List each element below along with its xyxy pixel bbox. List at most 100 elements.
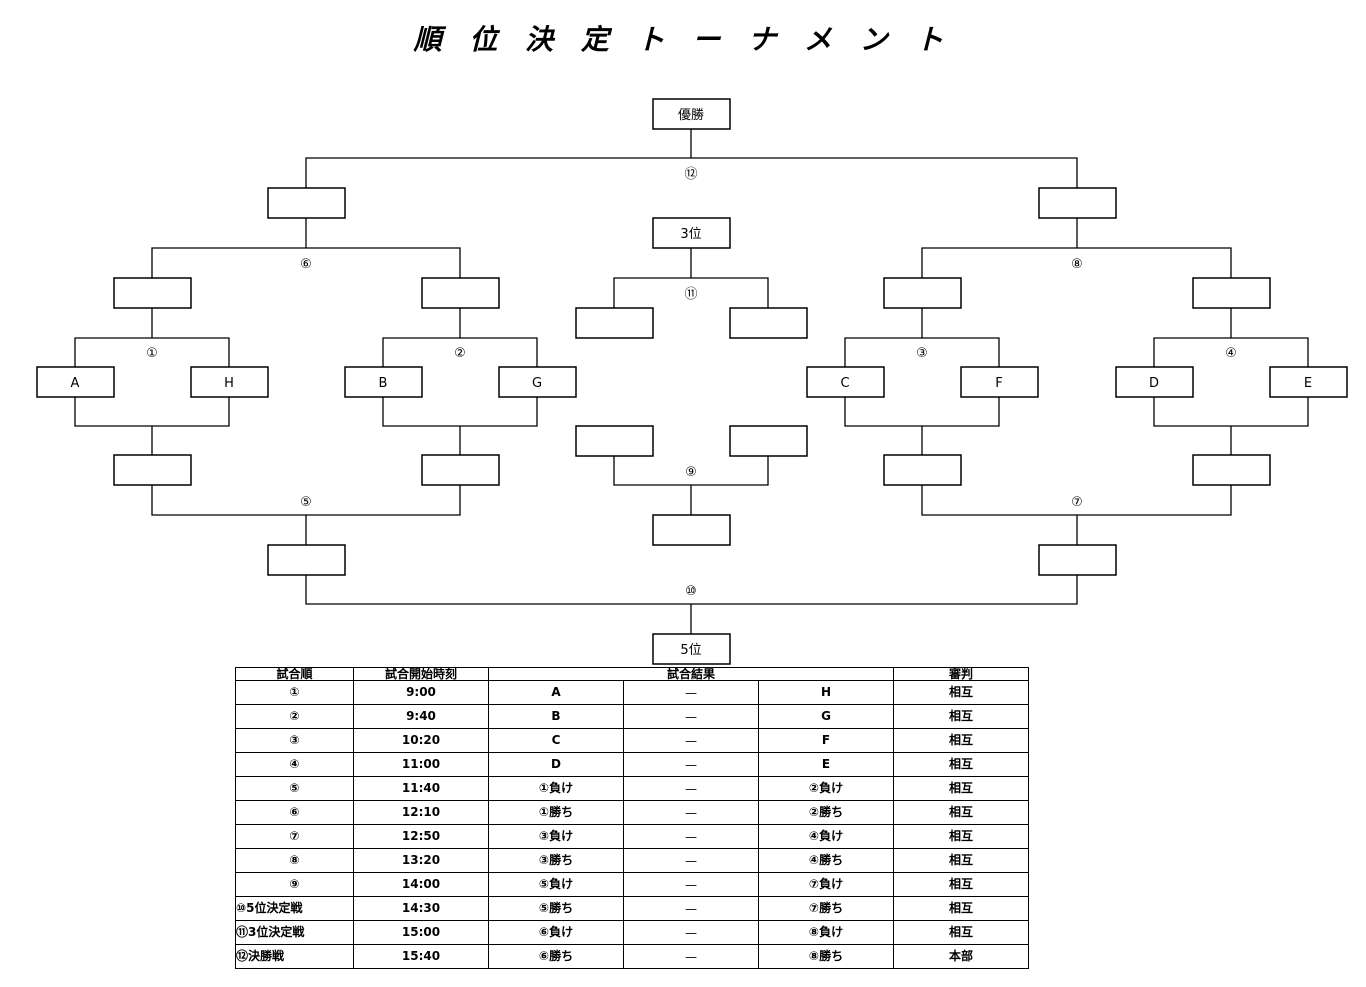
final-slot-left	[267, 187, 346, 219]
svg-text:H: H	[224, 376, 234, 391]
row-order: ⑥	[235, 800, 354, 825]
row-referee: 相互	[893, 752, 1029, 777]
match-number-12: ⑫	[684, 167, 697, 182]
row-referee: 相互	[893, 848, 1029, 873]
match-number-7: ⑦	[1071, 495, 1083, 510]
third-place-box: 3位	[652, 217, 731, 249]
match-number-4: ④	[1225, 346, 1237, 361]
row-start-time: 12:10	[353, 800, 489, 825]
row-order: ①	[235, 680, 354, 705]
row-referee: 相互	[893, 776, 1029, 801]
row-left-team: C	[488, 728, 624, 753]
semi-slot-4	[1192, 277, 1271, 309]
loser-slot-1	[575, 425, 654, 457]
header-start-time: 試合開始時刻	[353, 667, 489, 681]
match-number-2: ②	[454, 346, 466, 361]
row-vs-mark: —	[623, 800, 759, 825]
row-start-time: 10:20	[353, 728, 489, 753]
row-left-team: B	[488, 704, 624, 729]
row-left-team: ③負け	[488, 824, 624, 849]
svg-text:B: B	[379, 376, 388, 391]
match-numbers: ⑫ ⑥ ⑧ ⑪ ① ② ③ ④ ⑨ ⑤ ⑦ ⑩	[146, 167, 1237, 599]
row-right-team: ⑧負け	[758, 920, 894, 945]
svg-text:3位: 3位	[680, 227, 701, 242]
row-right-team: ⑧勝ち	[758, 944, 894, 969]
winner-box: 優勝	[652, 98, 731, 130]
third-slot-left	[575, 307, 654, 339]
row-vs-mark: —	[623, 872, 759, 897]
row-right-team: H	[758, 680, 894, 705]
row-order: ⑫決勝戦	[235, 944, 354, 969]
row-right-team: ②負け	[758, 776, 894, 801]
row-left-team: ⑤負け	[488, 872, 624, 897]
header-result: 試合結果	[488, 667, 894, 681]
loser-slot-2	[729, 425, 808, 457]
row-order: ⑪3位決定戦	[235, 920, 354, 945]
match-number-11: ⑪	[684, 287, 697, 302]
row-vs-mark: —	[623, 752, 759, 777]
semi-slot-2	[421, 277, 500, 309]
row-left-team: ⑤勝ち	[488, 896, 624, 921]
match-number-3: ③	[916, 346, 928, 361]
row-referee: 相互	[893, 872, 1029, 897]
row-vs-mark: —	[623, 680, 759, 705]
row-vs-mark: —	[623, 944, 759, 969]
row-order: ⑨	[235, 872, 354, 897]
row-referee: 相互	[893, 800, 1029, 825]
team-box-c: C	[806, 366, 885, 398]
row-start-time: 13:20	[353, 848, 489, 873]
match-number-9: ⑨	[685, 465, 697, 480]
row-vs-mark: —	[623, 728, 759, 753]
fifth-slot-left	[267, 544, 346, 576]
match-number-8: ⑧	[1071, 257, 1083, 272]
semi-slot-3	[883, 277, 962, 309]
header-referee: 審判	[893, 667, 1029, 681]
team-box-b: B	[344, 366, 423, 398]
row-left-team: ③勝ち	[488, 848, 624, 873]
svg-text:G: G	[532, 376, 542, 391]
third-slot-right	[729, 307, 808, 339]
row-vs-mark: —	[623, 824, 759, 849]
tournament-bracket: 優勝 3位 A H B G C F D E 5位 ⑫ ⑥ ⑧ ⑪ ① ② ③ ④…	[36, 98, 1348, 665]
bracket-lines	[74, 129, 1309, 634]
header-order: 試合順	[235, 667, 354, 681]
svg-text:5位: 5位	[680, 643, 701, 658]
row-order: ⑧	[235, 848, 354, 873]
row-start-time: 15:00	[353, 920, 489, 945]
lower-slot-2	[421, 454, 500, 486]
row-left-team: ⑥勝ち	[488, 944, 624, 969]
row-right-team: ④負け	[758, 824, 894, 849]
row-vs-mark: —	[623, 776, 759, 801]
row-referee: 相互	[893, 920, 1029, 945]
lower-slot-1	[113, 454, 192, 486]
svg-text:A: A	[71, 376, 80, 391]
row-order: ④	[235, 752, 354, 777]
match-number-5: ⑤	[300, 495, 312, 510]
svg-text:E: E	[1304, 376, 1312, 391]
row-vs-mark: —	[623, 920, 759, 945]
row-start-time: 12:50	[353, 824, 489, 849]
row-start-time: 9:00	[353, 680, 489, 705]
team-box-e: E	[1269, 366, 1348, 398]
svg-text:D: D	[1149, 376, 1159, 391]
row-start-time: 14:30	[353, 896, 489, 921]
row-right-team: G	[758, 704, 894, 729]
row-left-team: ⑥負け	[488, 920, 624, 945]
match-number-6: ⑥	[300, 257, 312, 272]
svg-text:F: F	[995, 376, 1002, 391]
team-box-g: G	[498, 366, 577, 398]
row-order: ⑩5位決定戦	[235, 896, 354, 921]
row-right-team: ⑦勝ち	[758, 896, 894, 921]
team-box-f: F	[960, 366, 1039, 398]
row-start-time: 14:00	[353, 872, 489, 897]
row-order: ⑦	[235, 824, 354, 849]
